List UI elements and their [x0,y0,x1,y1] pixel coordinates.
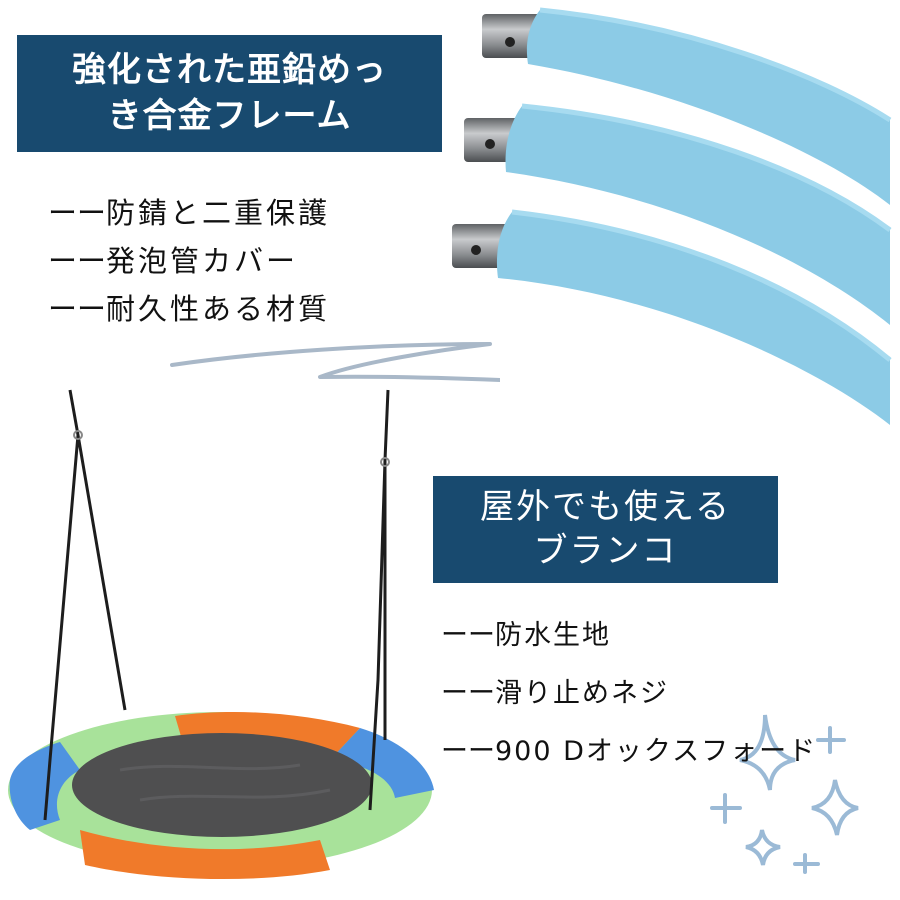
scribble-decoration-icon [170,342,500,382]
feature-text: 防錆と二重保護 [106,196,331,230]
sparkles-decoration-icon [710,714,859,874]
swing-ropes [43,389,390,821]
frame-feature-banner: 強化された亜鉛めっ き合金フレーム [17,35,442,152]
feature-item: ーー防水生地 [441,614,817,672]
swing-rim [8,712,434,880]
swing-feature-list: ーー防水生地 ーー滑り止めネジ ーー900 Dオックスフォード [441,614,817,788]
dash-bullet: ーー [441,736,495,767]
feature-item: ーー900 Dオックスフォード [441,730,817,788]
dash-bullet: ーー [48,196,107,230]
frame-feature-list: ーー防錆と二重保護 ーー発泡管カバー ーー耐久性ある材質 [48,193,330,337]
frame-tube-1 [482,7,892,205]
banner-line: 強化された亜鉛めっ [72,50,387,90]
feature-text: 900 Dオックスフォード [495,736,818,767]
outdoor-swing-banner: 屋外でも使える ブランコ [433,476,778,583]
feature-item: ーー防錆と二重保護 [48,193,330,241]
dash-bullet: ーー [48,244,107,278]
dash-bullet: ーー [441,620,495,651]
banner-line: ブランコ [533,531,678,571]
banner-line: 屋外でも使える [480,487,731,527]
banner-line: き合金フレーム [107,96,352,136]
dash-bullet: ーー [441,678,495,709]
feature-item: ーー発泡管カバー [48,241,330,289]
frame-tube-3 [452,209,892,425]
feature-text: 防水生地 [495,620,611,651]
dash-bullet: ーー [48,292,107,326]
frame-tube-2 [464,103,892,325]
feature-text: 発泡管カバー [106,244,299,278]
feature-item: ーー耐久性ある材質 [48,289,330,337]
saucer-swing-image [8,389,434,880]
foam-tubes-image [452,7,892,425]
feature-item: ーー滑り止めネジ [441,672,817,730]
feature-text: 滑り止めネジ [495,678,669,709]
feature-text: 耐久性ある材質 [106,292,331,326]
